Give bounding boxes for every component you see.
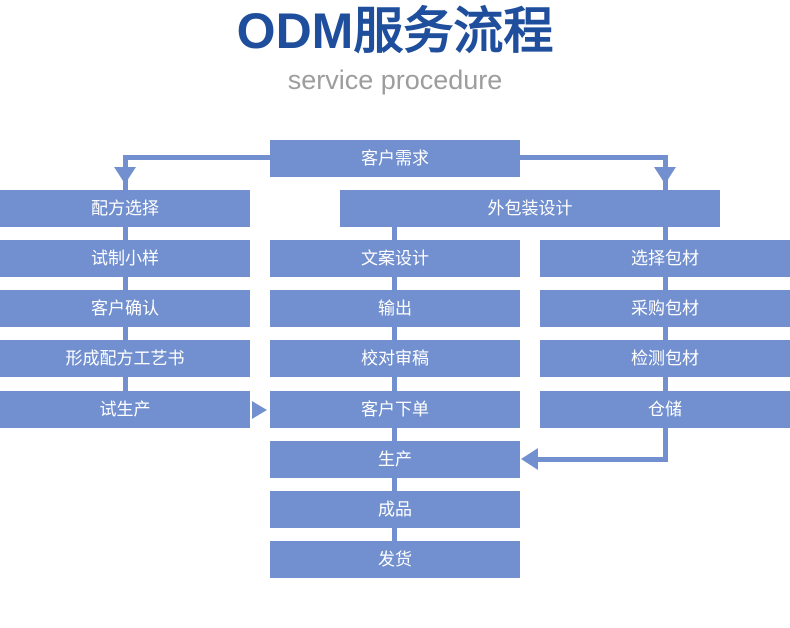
arrow-down-right-icon <box>654 167 676 184</box>
flow-box-label: 客户确认 <box>91 299 159 318</box>
flow-box-left-0[interactable]: 配方选择 <box>0 190 250 227</box>
flow-box-left-3[interactable]: 形成配方工艺书 <box>0 340 250 377</box>
flow-box-middle-5[interactable]: 成品 <box>270 491 520 528</box>
flow-box-middle-6[interactable]: 发货 <box>270 541 520 578</box>
flow-box-right-0[interactable]: 选择包材 <box>540 240 790 277</box>
flow-box-label: 外包装设计 <box>487 199 573 218</box>
flow-box-label: 仓储 <box>648 400 682 419</box>
flow-box-label: 配方选择 <box>91 199 159 218</box>
connector-warehouse-to-production <box>538 457 666 462</box>
flow-box-label: 成品 <box>378 500 412 519</box>
flow-box-label: 形成配方工艺书 <box>65 349 185 368</box>
flow-box-label: 客户需求 <box>361 149 429 168</box>
flow-box-middle-1[interactable]: 输出 <box>270 290 520 327</box>
flow-box-middle-0[interactable]: 文案设计 <box>270 240 520 277</box>
flow-box-left-2[interactable]: 客户确认 <box>0 290 250 327</box>
flow-box-left-1[interactable]: 试制小样 <box>0 240 250 277</box>
connector-start-to-left <box>123 155 273 160</box>
flow-box-label: 校对审稿 <box>361 349 429 368</box>
flow-box-label: 试制小样 <box>91 249 159 268</box>
flow-box-label: 试生产 <box>99 400 151 419</box>
arrow-right-order-icon <box>252 401 267 419</box>
flow-box-packaging-design[interactable]: 外包装设计 <box>340 190 720 227</box>
flow-box-label: 客户下单 <box>361 400 429 419</box>
arrow-down-left-icon <box>114 167 136 184</box>
flow-box-label: 文案设计 <box>361 249 429 268</box>
flow-box-middle-4[interactable]: 生产 <box>270 441 520 478</box>
flow-box-middle-3[interactable]: 客户下单 <box>270 391 520 428</box>
page-title: ODM服务流程 <box>236 3 554 59</box>
flow-box-right-2[interactable]: 检测包材 <box>540 340 790 377</box>
flow-box-right-3[interactable]: 仓储 <box>540 391 790 428</box>
flow-box-start[interactable]: 客户需求 <box>270 140 520 177</box>
flow-box-label: 发货 <box>378 550 412 569</box>
page-subtitle: service procedure <box>287 65 503 95</box>
connector-start-to-right <box>518 155 668 160</box>
flow-box-label: 选择包材 <box>631 249 699 268</box>
flow-box-left-4[interactable]: 试生产 <box>0 391 250 428</box>
flow-box-middle-2[interactable]: 校对审稿 <box>270 340 520 377</box>
flow-box-label: 输出 <box>378 299 412 318</box>
flow-box-label: 检测包材 <box>631 349 699 368</box>
arrow-left-production-icon <box>521 448 538 470</box>
flow-box-label: 生产 <box>378 450 412 469</box>
flow-box-label: 采购包材 <box>631 299 699 318</box>
flow-box-right-1[interactable]: 采购包材 <box>540 290 790 327</box>
